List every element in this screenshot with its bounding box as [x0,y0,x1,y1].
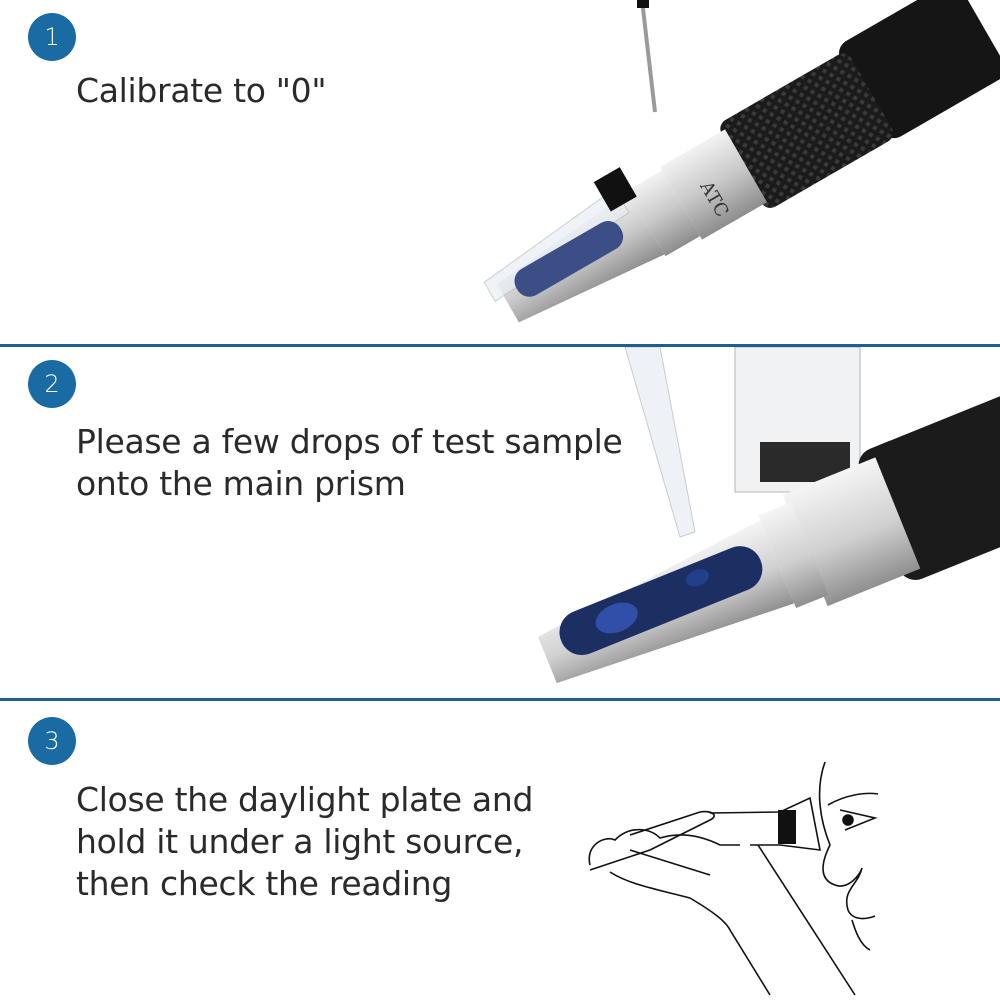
step-2-badge: 2 [28,360,76,408]
step-1-panel: 1 Calibrate to "0" ATC [0,0,1000,344]
step-3-badge: 3 [28,717,76,765]
person-viewing-icon [588,761,879,996]
step-2-text: Please a few drops of test sample onto t… [76,422,623,503]
refractometer-calibration-icon: ATC [483,0,1000,323]
step-3-text: Close the daylight plate and hold it und… [76,780,534,903]
step-3-panel: 3 Close the daylight plate and hold it u… [0,701,1000,1000]
step-2-panel: 2 Please a few drops of test sample onto… [0,347,1000,698]
step-1-badge: 1 [28,13,76,61]
divider [0,698,1000,701]
divider [0,344,1000,347]
step-1-text: Calibrate to "0" [76,71,327,110]
refractometer-prism-icon [538,347,1000,684]
